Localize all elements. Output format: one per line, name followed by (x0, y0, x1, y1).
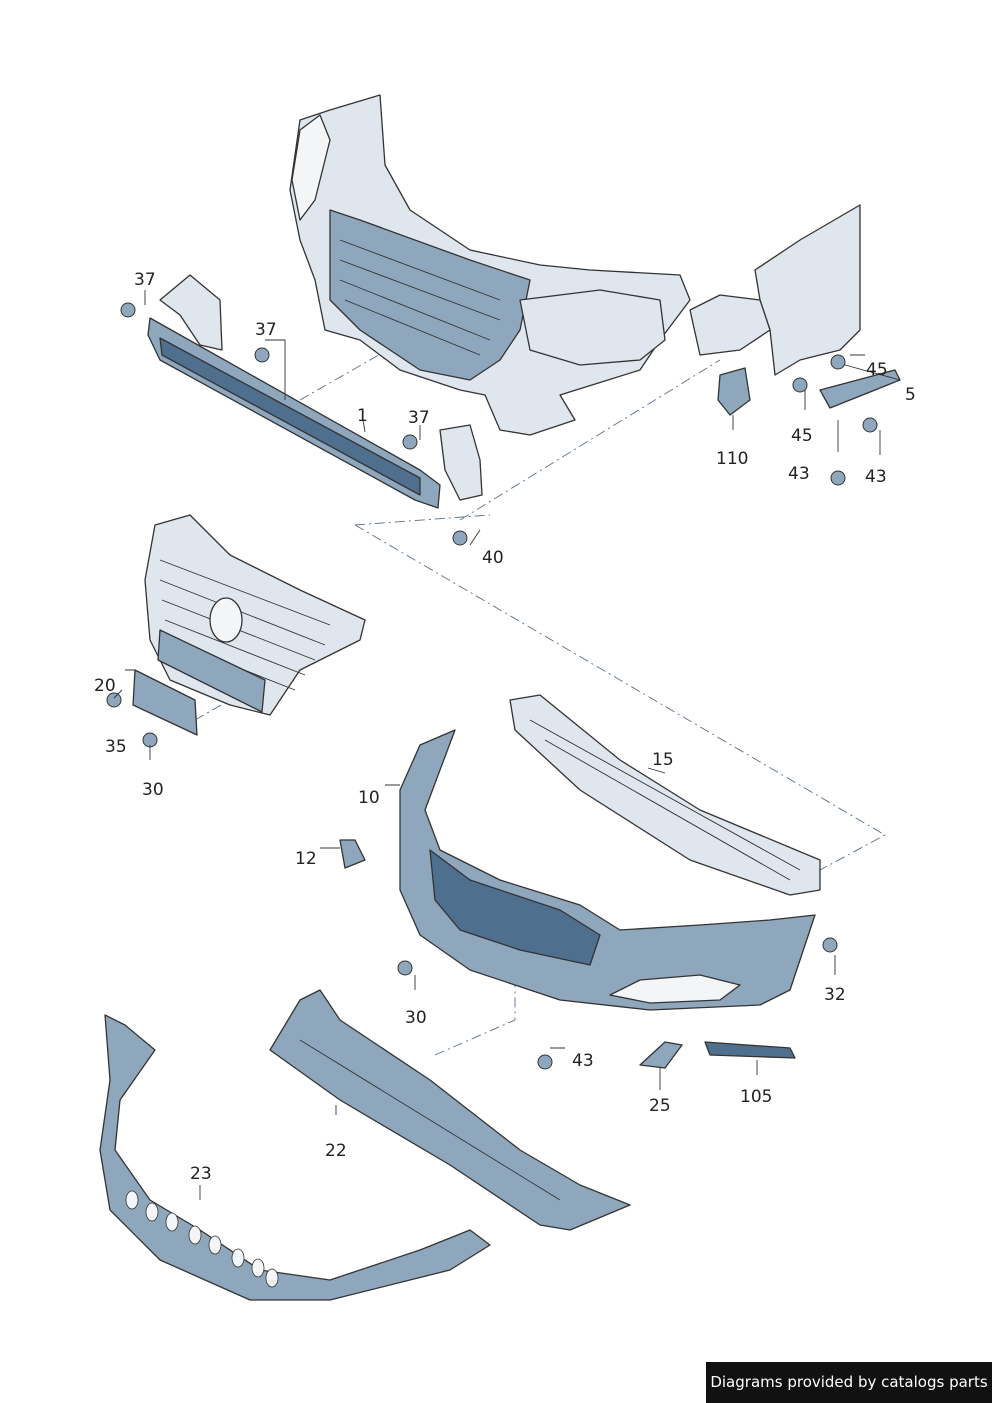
radiator-grille (144, 514, 366, 716)
callout-10: 10 (358, 788, 380, 808)
callout-25: 25 (649, 1096, 671, 1116)
callout-37-b: 37 (255, 320, 277, 340)
callout-43-c: 43 (572, 1051, 594, 1071)
callout-35: 35 (105, 737, 127, 757)
callout-45-b: 45 (791, 426, 813, 446)
callout-32: 32 (824, 985, 846, 1005)
licence-plate-holder (132, 669, 198, 736)
bumper-cover (399, 729, 816, 1011)
callout-30-b: 30 (405, 1008, 427, 1028)
assembly-lines (194, 319, 886, 1056)
callout-5: 5 (905, 385, 916, 405)
lower-spoiler (99, 1014, 491, 1301)
small-parts (339, 839, 796, 1069)
callout-1: 1 (357, 406, 368, 426)
callout-15: 15 (652, 750, 674, 770)
callout-43-b: 43 (865, 467, 887, 487)
callout-23: 23 (190, 1164, 212, 1184)
lower-grille (269, 989, 631, 1231)
front-end-carrier (289, 94, 691, 436)
bumper-beam (147, 274, 483, 509)
fasteners (106, 302, 878, 1070)
callout-20: 20 (94, 676, 116, 696)
impact-absorber (509, 694, 821, 896)
callout-37-c: 37 (408, 408, 430, 428)
leader-lines (113, 290, 901, 1200)
callout-22: 22 (325, 1141, 347, 1161)
washer-cap (639, 1041, 683, 1069)
callout-40: 40 (482, 548, 504, 568)
trim-strip (704, 1041, 796, 1059)
credit-banner: Diagrams provided by catalogs parts (706, 1362, 992, 1403)
callout-12: 12 (295, 849, 317, 869)
callout-110: 110 (716, 449, 749, 469)
callout-43-a: 43 (788, 464, 810, 484)
callout-45-a: 45 (866, 360, 888, 380)
fender-bracket (689, 204, 901, 416)
callout-37-a: 37 (134, 270, 156, 290)
tow-eye-cap (339, 839, 366, 869)
callout-105: 105 (740, 1087, 773, 1107)
callout-30-a: 30 (142, 780, 164, 800)
